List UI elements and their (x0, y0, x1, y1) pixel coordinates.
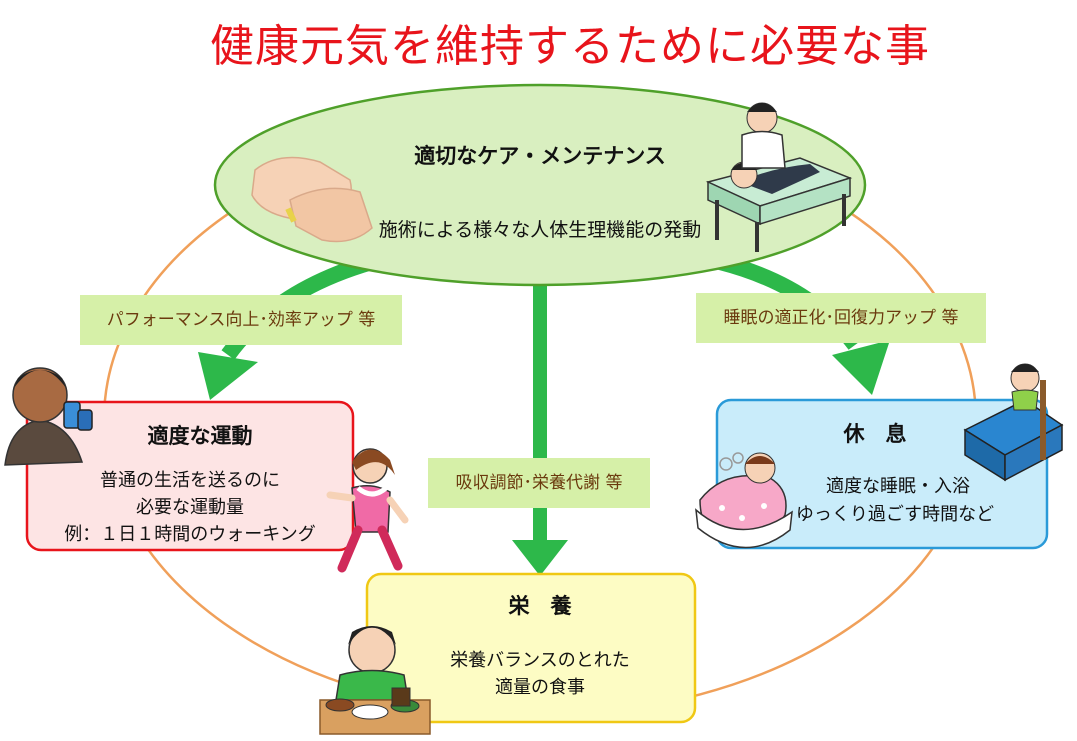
page-title: 健康元気を維持するために必要な事 (210, 21, 930, 72)
arrow-left-head (198, 352, 258, 400)
bath-illustration (695, 452, 793, 549)
rest-line2: ゆっくり過ごす時間など (795, 504, 995, 525)
massage-illustration (705, 102, 853, 252)
nutrition-line1: 栄養バランスのとれた (450, 650, 630, 671)
walking-woman-illustration (326, 448, 409, 573)
exercise-heading: 適度な運動 (147, 424, 253, 448)
nutrition-line2: 適量の食事 (495, 677, 585, 698)
hands-illustration (251, 156, 373, 243)
eating-boy-illustration (319, 626, 431, 735)
label-left: パフォーマンス向上･効率アップ 等 (80, 295, 402, 345)
rest-line1: 適度な睡眠・入浴 (826, 476, 970, 497)
exercise-line2: 必要な運動量 (136, 497, 244, 518)
arrow-right-head (832, 340, 890, 395)
exercise-box (25, 400, 355, 552)
label-center: 吸収調節･栄養代謝 等 (428, 458, 650, 508)
rest-heading: 休 息 (843, 422, 907, 446)
care-subtext: 施術による様々な人体生理機能の発動 (378, 219, 702, 241)
care-ellipse (213, 83, 867, 287)
exercise-line1: 普通の生活を送るのに (100, 470, 280, 491)
arrow-center-head (512, 540, 568, 576)
bed-illustration (963, 363, 1064, 482)
nutrition-heading: 栄 養 (508, 594, 572, 618)
label-right: 睡眠の適正化･回復力アップ 等 (696, 293, 986, 343)
exercise-line3: 例：１日１時間のウォーキング (64, 524, 316, 545)
man-phone-illustration (4, 367, 93, 466)
care-heading: 適切なケア・メンテナンス (414, 144, 666, 168)
